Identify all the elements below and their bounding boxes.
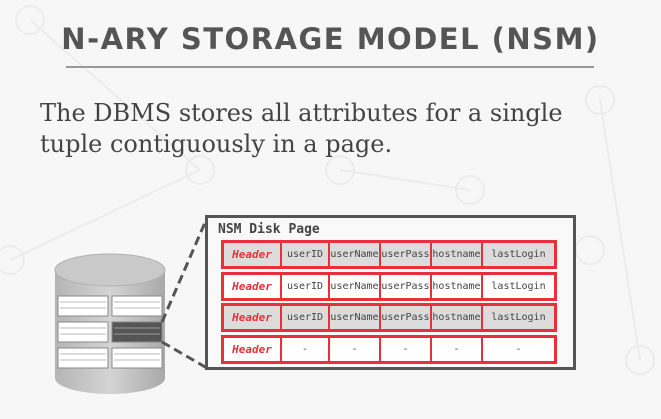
attr-cell: - (430, 338, 481, 361)
tuple-header: Header (224, 275, 280, 298)
tuple-row: Header - - - - - (221, 335, 557, 364)
attr-cell: lastLogin (481, 275, 554, 298)
attr-cell: userID (280, 275, 328, 298)
tuple-header: Header (224, 338, 280, 361)
attr-cell: - (280, 338, 328, 361)
attr-cell: userPass (379, 243, 430, 266)
page-title: N-ARY STORAGE MODEL (NSM) (61, 22, 600, 56)
attr-cell: userPass (379, 275, 430, 298)
attr-cell: - (379, 338, 430, 361)
disk-page-label: NSM Disk Page (218, 222, 320, 237)
attr-cell: - (481, 338, 554, 361)
tuple-header: Header (224, 243, 280, 266)
tuple-row: Header userID userName userPass hostname… (221, 303, 557, 332)
attr-cell: userName (328, 243, 379, 266)
attr-cell: userName (328, 275, 379, 298)
attr-cell: - (328, 338, 379, 361)
attr-cell: userID (280, 306, 328, 329)
attr-cell: userPass (379, 306, 430, 329)
database-icon (54, 253, 166, 394)
tuple-header: Header (224, 306, 280, 329)
attr-cell: hostname (430, 243, 481, 266)
tuple-row: Header userID userName userPass hostname… (221, 272, 557, 301)
tuple-row: Header userID userName userPass hostname… (221, 240, 557, 269)
attr-cell: lastLogin (481, 306, 554, 329)
title-underline (66, 66, 594, 68)
attr-cell: lastLogin (481, 243, 554, 266)
attr-cell: userID (280, 243, 328, 266)
attr-cell: hostname (430, 306, 481, 329)
description-text: The DBMS stores all attributes for a sin… (40, 99, 563, 158)
attr-cell: hostname (430, 275, 481, 298)
attr-cell: userName (328, 306, 379, 329)
